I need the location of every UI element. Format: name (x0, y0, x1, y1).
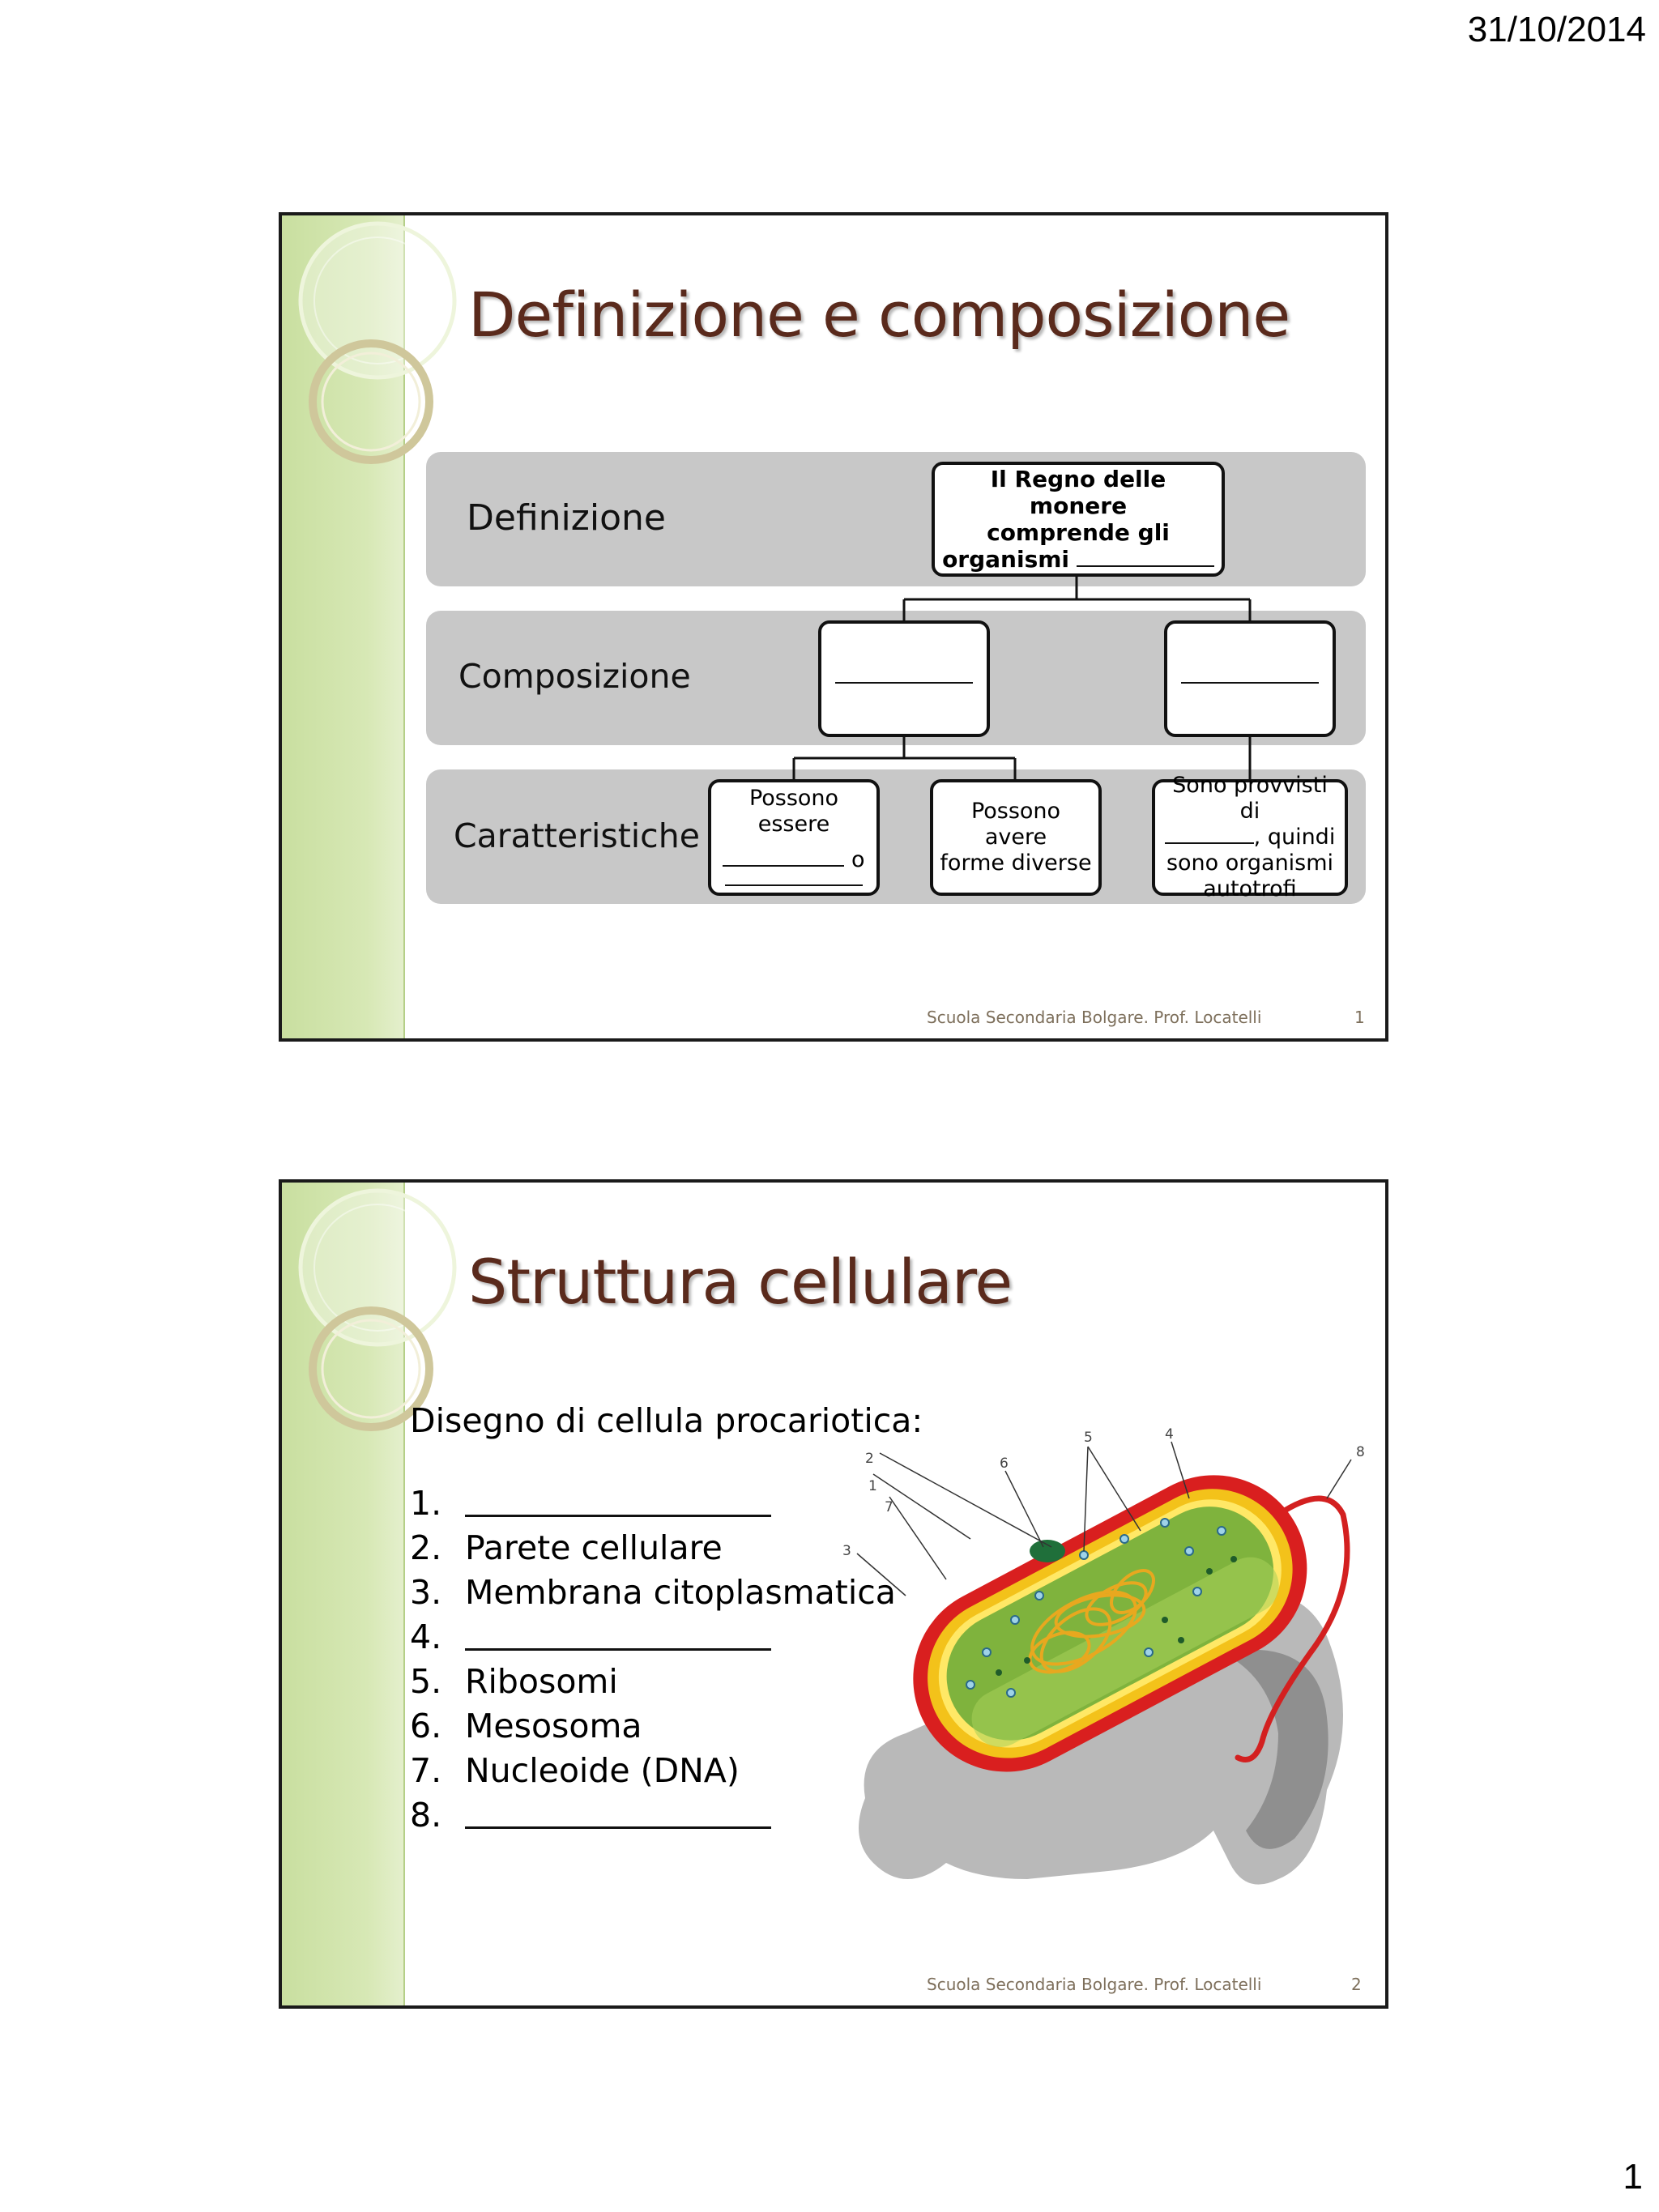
composition-left-blank (835, 682, 973, 684)
org-chart-connectors (792, 575, 1252, 781)
nucleoid-dna (1028, 1569, 1155, 1674)
figure-label: 4 (1165, 1426, 1174, 1443)
figure-label: 3 (842, 1543, 851, 1559)
trait1-blank-1 (723, 864, 845, 867)
composition-box-right (1164, 620, 1336, 737)
band-label-definizione: Definizione (467, 497, 666, 539)
prokaryotic-cell-diagram: 1 2 3 4 5 6 7 8 (842, 1426, 1365, 1885)
figure-label: 2 (865, 1451, 874, 1467)
list-blank (465, 1515, 771, 1517)
list-number: 6. (410, 1707, 442, 1745)
list-blank (465, 1648, 771, 1651)
figure-label: 8 (1356, 1444, 1365, 1460)
root-line-3: organismi (942, 546, 1070, 573)
trait1-or: o (851, 846, 865, 872)
list-number: 1. (410, 1484, 442, 1523)
flagellum (1235, 1495, 1350, 1762)
list-text: Nucleoide (DNA) (465, 1751, 740, 1790)
figure-label: 1 (868, 1478, 877, 1494)
composition-right-blank (1181, 682, 1319, 684)
trait3-line-1: Sono provvisti di (1172, 773, 1328, 825)
figure-label: 5 (1084, 1430, 1093, 1446)
trait3-blank (1164, 842, 1254, 845)
cytoplasm-granules (996, 1556, 1237, 1676)
slide-number: 1 (1354, 1008, 1365, 1027)
trait3-line-2: , quindi (1253, 825, 1336, 850)
slide-footer: Scuola Secondaria Bolgare. Prof. Locatel… (927, 1975, 1262, 1994)
slide-1: Definizione e composizione Definizione C… (279, 212, 1388, 1042)
list-text: Mesosoma (465, 1707, 642, 1745)
slide-title: Struttura cellulare (468, 1246, 1013, 1318)
cell-shadow-dark (1222, 1649, 1328, 1849)
figure-label: 6 (1000, 1455, 1009, 1472)
sidebar-divider (403, 1183, 405, 2005)
intro-text: Disegno di cellula procariotica: (410, 1401, 923, 1440)
page-number: 1 (1623, 2157, 1643, 2197)
trait3-line-4: autotrofi (1203, 876, 1297, 901)
root-line-1: Il Regno delle monere (990, 465, 1166, 519)
mesosome (1030, 1540, 1065, 1562)
ribosomes (966, 1518, 1226, 1698)
list-number: 8. (410, 1796, 442, 1835)
band-label-composizione: Composizione (458, 657, 691, 696)
list-number: 3. (410, 1573, 442, 1612)
slide-title: Definizione e composizione (468, 279, 1290, 351)
band-label-caratteristiche: Caratteristiche (454, 816, 700, 855)
label-leaders (856, 1441, 1352, 1596)
trait1-line-1: Possono (748, 786, 839, 811)
root-line-2: comprende gli (987, 519, 1170, 546)
list-number: 5. (410, 1662, 442, 1701)
slide-footer: Scuola Secondaria Bolgare. Prof. Locatel… (927, 1008, 1262, 1027)
trait-box-possono-essere: Possono essere o (708, 779, 880, 896)
slide-2: Struttura cellulare Disegno di cellula p… (279, 1179, 1388, 2009)
trait-box-forme: Possono avere forme diverse (930, 779, 1102, 896)
org-root-box: Il Regno delle monere comprende gli orga… (932, 462, 1225, 577)
trait-box-provvisti: Sono provvisti di , quindi sono organism… (1152, 773, 1348, 901)
trait1-blank-2 (725, 884, 863, 886)
trait1-line-2: essere (757, 811, 830, 837)
list-text: Membrana citoplasmatica (465, 1573, 896, 1612)
list-number: 2. (410, 1528, 442, 1567)
trait2-line-1: Possono avere (970, 799, 1061, 850)
sidebar-divider (403, 215, 405, 1038)
root-blank-line (1076, 565, 1214, 568)
list-text: Ribosomi (465, 1662, 618, 1701)
list-blank (465, 1826, 771, 1829)
list-number: 4. (410, 1617, 442, 1656)
figure-label: 7 (885, 1499, 893, 1515)
trait2-line-2: forme diverse (940, 850, 1092, 876)
trait3-line-3: sono organismi (1166, 850, 1334, 876)
page-date: 31/10/2014 (1467, 10, 1646, 49)
composition-box-left (818, 620, 990, 737)
decorative-circles-icon (298, 221, 457, 464)
list-text: Parete cellulare (465, 1528, 723, 1567)
slide-number: 2 (1351, 1975, 1362, 1994)
list-number: 7. (410, 1751, 442, 1790)
decorative-circles-icon (298, 1188, 457, 1431)
